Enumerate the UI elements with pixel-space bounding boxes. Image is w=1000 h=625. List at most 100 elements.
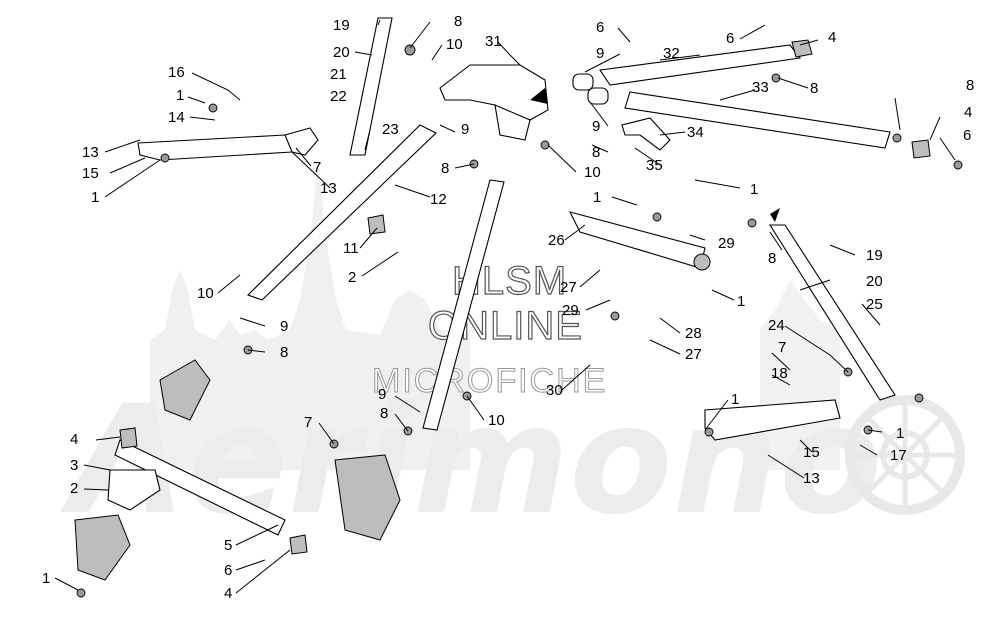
callout-number: 5 <box>224 537 232 554</box>
callout-number: 8 <box>280 344 288 361</box>
tube-33 <box>624 91 891 149</box>
clamp-4-lower <box>289 534 308 555</box>
upper-bar-20 <box>349 17 393 156</box>
callout-number: 2 <box>348 269 356 286</box>
leader-lines <box>54 19 956 594</box>
callout-number: 8 <box>810 80 818 97</box>
clip-11 <box>367 214 386 235</box>
callout-number: 7 <box>313 159 321 176</box>
actuator-lower-left <box>74 514 131 581</box>
callout-number: 4 <box>828 29 836 46</box>
callout-number: 6 <box>963 127 971 144</box>
callout-number: 3 <box>70 457 78 474</box>
strut-12-right <box>422 179 505 431</box>
callout-number: 30 <box>546 382 563 399</box>
callout-number: 6 <box>596 19 604 36</box>
callout-number: 7 <box>778 339 786 356</box>
callout-number: 33 <box>752 79 769 96</box>
callout-number: 35 <box>646 157 663 174</box>
callout-number: 23 <box>382 121 399 138</box>
clamp-4-top <box>791 39 813 58</box>
callout-number: 15 <box>82 165 99 182</box>
callout-number: 9 <box>461 121 469 138</box>
bracket-34 <box>621 117 671 151</box>
callout-number: 8 <box>966 77 974 94</box>
callout-number: 28 <box>685 325 702 342</box>
callout-number: 9 <box>378 386 386 403</box>
watermark-line3: MICROFICHE <box>372 362 607 400</box>
callout-number: 13 <box>320 180 337 197</box>
clamp-4-right <box>911 139 931 159</box>
column-housing-31 <box>439 64 549 121</box>
callout-number: 32 <box>663 45 680 62</box>
callout-number: 8 <box>380 405 388 422</box>
callout-number: 27 <box>685 346 702 363</box>
callout-number: 34 <box>687 124 704 141</box>
upper-left-tab <box>284 127 319 156</box>
callout-number: 8 <box>454 13 462 30</box>
callout-number: 31 <box>485 33 502 50</box>
callout-number: 25 <box>866 296 883 313</box>
callout-number: 1 <box>593 189 601 206</box>
callout-number: 10 <box>488 412 505 429</box>
callout-number: 13 <box>82 144 99 161</box>
callout-number: 15 <box>803 444 820 461</box>
callout-number: 18 <box>771 365 788 382</box>
hardware <box>76 44 963 598</box>
parts <box>74 17 963 598</box>
callout-number: 1 <box>42 570 50 587</box>
callout-number: 1 <box>176 87 184 104</box>
callout-number: 4 <box>964 104 972 121</box>
callout-number: 4 <box>224 585 232 602</box>
callout-number: 14 <box>168 109 185 126</box>
callout-number: 24 <box>768 317 785 334</box>
callout-number: 4 <box>70 431 78 448</box>
callout-number: 6 <box>726 30 734 47</box>
callout-number: 1 <box>91 189 99 206</box>
callout-number: 12 <box>430 191 447 208</box>
callout-number: 8 <box>592 144 600 161</box>
tube-32 <box>599 44 802 86</box>
callout-number: 6 <box>224 562 232 579</box>
watermark-wheel <box>845 395 965 515</box>
callout-number: 8 <box>768 250 776 267</box>
cross-member-26 <box>568 211 706 269</box>
arrow-indicator-right <box>770 208 780 222</box>
callout-number: 21 <box>330 66 347 83</box>
callout-number: 29 <box>562 302 579 319</box>
right-bar-20 <box>769 224 896 401</box>
callout-number: 9 <box>592 118 600 135</box>
column-post <box>494 104 531 141</box>
callout-number: 1 <box>896 425 904 442</box>
callout-number: 13 <box>803 470 820 487</box>
callout-number: 11 <box>343 240 359 257</box>
callout-number: 20 <box>866 273 883 290</box>
knob-26 <box>693 253 711 271</box>
callout-number: 29 <box>718 235 735 252</box>
callout-number: 10 <box>584 164 601 181</box>
lower-bar-5 <box>114 439 286 536</box>
callout-number: 1 <box>731 391 739 408</box>
callout-number: 1 <box>737 293 745 310</box>
callout-number: 19 <box>333 17 350 34</box>
lower-right-bracket <box>704 399 841 441</box>
actuator-center <box>334 454 401 541</box>
callout-number: 7 <box>304 414 312 431</box>
bushing-9a <box>572 73 594 91</box>
callout-number: 20 <box>333 44 350 61</box>
callout-number: 10 <box>446 36 463 53</box>
callout-number: 2 <box>70 480 78 497</box>
arrow-indicator-top <box>530 88 548 104</box>
callout-number: 16 <box>168 64 185 81</box>
callout-number: 9 <box>596 45 604 62</box>
actuator-left <box>159 359 211 421</box>
callout-number: 9 <box>280 318 288 335</box>
callout-number: 19 <box>866 247 883 264</box>
callout-number: 26 <box>548 232 565 249</box>
bracket-3 <box>107 469 161 511</box>
callout-number: 17 <box>890 447 907 464</box>
clamp-4-left <box>119 427 138 449</box>
